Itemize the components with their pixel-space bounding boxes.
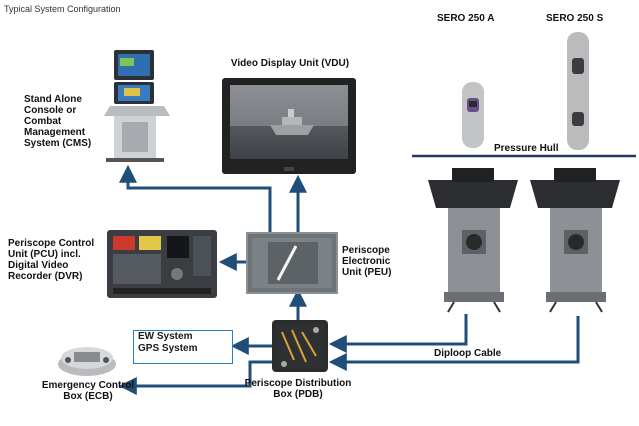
ew-system-label: EW System bbox=[138, 331, 193, 342]
pressure-hull-label: Pressure Hull bbox=[494, 143, 559, 154]
pcu-label-line-4: Recorder (DVR) bbox=[8, 271, 83, 282]
cms-label-line-5: System (CMS) bbox=[24, 138, 92, 149]
arrow-sero-a-to-pdb bbox=[328, 314, 468, 353]
ecb-image bbox=[58, 347, 116, 376]
diagram-title: Typical System Configuration bbox=[4, 4, 121, 14]
vdu-screen bbox=[230, 85, 348, 159]
sero-250-a-mast-image bbox=[462, 82, 484, 148]
pcu-label: Periscope Control Unit (PCU) incl. Digit… bbox=[8, 238, 94, 282]
cms-label-line-3: Combat bbox=[24, 116, 62, 127]
sero-250-a-label: SERO 250 A bbox=[437, 13, 495, 24]
pdb-label-line-2: Box (PDB) bbox=[273, 389, 323, 400]
vdu-monitor-image bbox=[222, 78, 356, 174]
peu-label-line-1: Periscope bbox=[342, 245, 390, 256]
peu-label: Periscope Electronic Unit (PEU) bbox=[342, 245, 391, 278]
arrow-peu-to-cms bbox=[119, 164, 272, 232]
pdb-label: Periscope Distribution Box (PDB) bbox=[234, 378, 362, 400]
pcu-label-line-2: Unit (PCU) incl. bbox=[8, 249, 81, 260]
cms-label-line-2: Console or bbox=[24, 105, 77, 116]
sero-250-s-label: SERO 250 S bbox=[546, 13, 604, 24]
ecb-label-line-1: Emergency Control bbox=[41, 380, 135, 391]
sero-250-a-hull-unit-image bbox=[428, 168, 518, 313]
arrow-sero-s-to-pdb bbox=[328, 316, 580, 371]
peu-label-line-2: Electronic bbox=[342, 256, 391, 267]
peu-unit-image bbox=[246, 232, 338, 294]
cms-label-line-4: Management bbox=[24, 127, 86, 138]
cms-label-line-1: Stand Alone bbox=[24, 94, 82, 105]
sero-250-s-mast-image bbox=[567, 32, 589, 150]
peu-label-line-3: Unit (PEU) bbox=[342, 267, 392, 278]
vdu-label: Video Display Unit (VDU) bbox=[230, 58, 350, 69]
pcu-label-line-1: Periscope Control bbox=[8, 238, 95, 249]
pcu-label-line-3: Digital Video bbox=[8, 260, 69, 271]
pcu-panel-image bbox=[107, 230, 217, 298]
sero-250-s-hull-unit-image bbox=[530, 168, 620, 313]
ecb-label-line-2: Box (ECB) bbox=[63, 391, 113, 402]
ew-gps-box: EW System GPS System bbox=[133, 330, 233, 364]
gps-system-label: GPS System bbox=[138, 343, 198, 354]
ecb-label: Emergency Control Box (ECB) bbox=[36, 380, 140, 402]
arrow-pdb-to-ecb bbox=[118, 360, 272, 395]
ship-image bbox=[270, 109, 314, 135]
cms-console-image bbox=[104, 50, 170, 162]
cms-label: Stand Alone Console or Combat Management… bbox=[24, 94, 91, 149]
pdb-image bbox=[272, 320, 328, 372]
pdb-label-line-1: Periscope Distribution bbox=[244, 378, 352, 389]
diploop-cable-label: Diploop Cable bbox=[434, 348, 502, 359]
